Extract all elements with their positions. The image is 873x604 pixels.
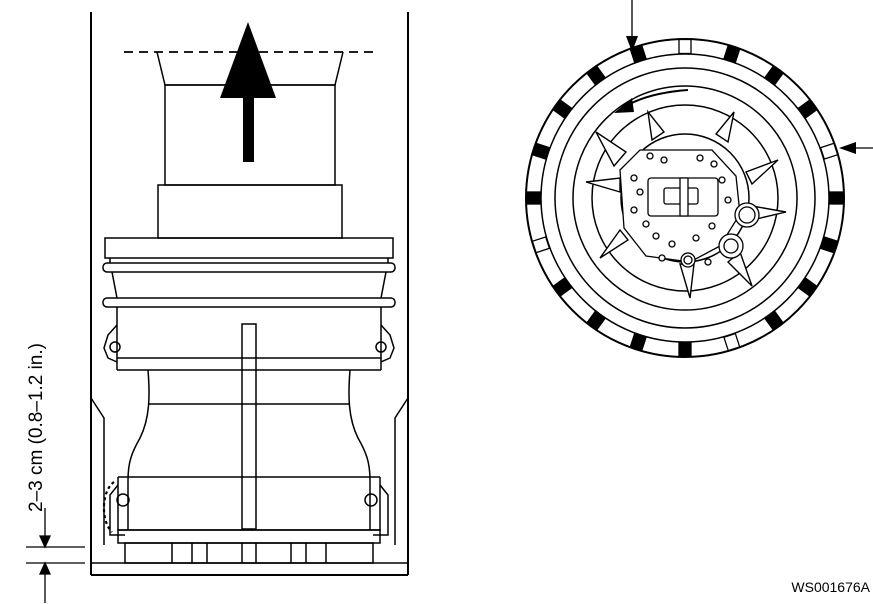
bolt-block xyxy=(723,44,741,64)
bolt-block xyxy=(764,310,784,331)
lifting-ear-left xyxy=(103,324,118,363)
pump-top-inner-ring xyxy=(572,85,798,311)
bolt-block xyxy=(552,277,573,297)
lifting-ear-hole-left xyxy=(109,341,121,353)
pump-top-outline xyxy=(554,67,816,329)
bolt-block xyxy=(552,99,573,119)
dimension-marker xyxy=(26,508,85,603)
reference-arrow-right-icon xyxy=(839,142,873,154)
bolt-block xyxy=(797,99,818,119)
bolt-block xyxy=(797,277,818,297)
figure-id: WS001676A xyxy=(791,579,870,595)
lift-arrow-icon xyxy=(220,22,276,162)
bolt-block xyxy=(531,142,551,160)
bolt-block xyxy=(828,191,845,205)
dimension-label: 2–3 cm (0.8–1.2 in.) xyxy=(26,343,47,512)
base-hole-right xyxy=(364,493,378,507)
bolt-block xyxy=(764,65,784,86)
lifting-ear-hole-right xyxy=(375,341,387,353)
bolt-block xyxy=(819,142,839,160)
pump-volute-right xyxy=(348,369,371,530)
pump-collar xyxy=(157,184,343,239)
impeller-housing xyxy=(591,104,779,292)
pump-ring-groove-2 xyxy=(102,297,396,308)
hub-detail xyxy=(619,149,760,268)
rotation-arrow-icon xyxy=(614,89,689,113)
pump-volute-left xyxy=(127,369,150,530)
bolt-block xyxy=(629,332,647,352)
bolt-block xyxy=(723,332,741,352)
lifting-ear-right xyxy=(380,324,395,363)
bolt-block xyxy=(629,44,647,64)
guide-rail-right xyxy=(394,397,409,545)
bolt-block xyxy=(531,236,551,254)
bolt-block xyxy=(525,191,542,205)
seal-contact-dotted xyxy=(102,481,115,533)
pump-base xyxy=(117,529,381,544)
bolt-ring xyxy=(525,38,845,358)
guide-bar xyxy=(241,323,257,530)
bolt-block xyxy=(678,38,692,55)
impeller-vanes xyxy=(585,109,787,299)
base-hole-left xyxy=(116,493,130,507)
guide-rail-left xyxy=(90,397,105,545)
bolt-block xyxy=(586,310,606,331)
pump-motor-housing xyxy=(116,307,382,359)
bolt-block xyxy=(586,65,606,86)
pump-ring-band xyxy=(104,237,394,259)
bolt-block xyxy=(678,341,692,358)
bolt-block xyxy=(819,236,839,254)
reference-arrow-top-icon xyxy=(626,0,638,52)
pump-ring-groove-1 xyxy=(102,262,396,273)
